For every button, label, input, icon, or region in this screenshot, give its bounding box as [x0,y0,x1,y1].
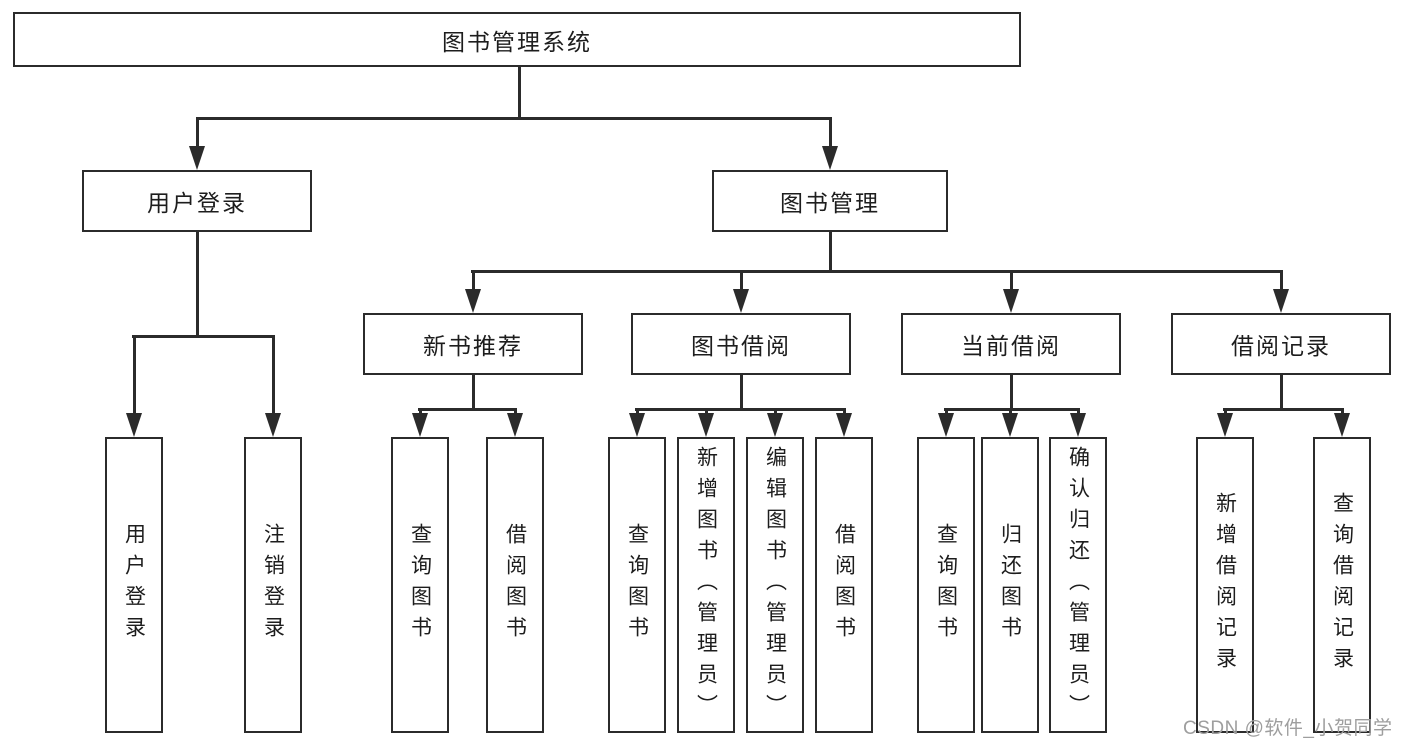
node-user-login-label: 用户登录 [147,190,247,216]
connector-line [472,270,475,290]
leaf-label: 查询借阅记录 [1330,492,1354,678]
node-book-borrowing-label: 图书借阅 [691,333,791,359]
connector-line [272,335,275,414]
connector-line [1280,270,1283,290]
arrowhead-down-icon [507,413,523,437]
leaf-label: 用户登录 [122,523,146,647]
connector-line [635,408,845,411]
node-user-login: 用户登录 [82,170,312,232]
connector-line [1010,270,1013,290]
csdn-watermark: CSDN @软件_小贺同学 [1183,718,1393,739]
leaf-label: 归还图书 [998,523,1022,647]
node-book-management-label: 图书管理 [780,190,880,216]
arrowhead-down-icon [1070,413,1086,437]
leaf-return-books: 归还图书 [981,437,1039,733]
arrowhead-down-icon [1002,413,1018,437]
connector-line [518,67,521,118]
node-borrowing-records-label: 借阅记录 [1231,333,1331,359]
connector-line [472,375,475,411]
connector-line [829,117,832,148]
connector-line [740,270,743,290]
leaf-query-books-borrowing: 查询图书 [608,437,666,733]
connector-line [196,117,199,148]
node-new-book-recommend: 新书推荐 [363,313,583,375]
leaf-query-borrow-record: 查询借阅记录 [1313,437,1371,733]
connector-line [829,232,832,273]
leaf-confirm-return-admin: 确认归还（管理员） [1049,437,1107,733]
connector-line [774,408,777,416]
arrowhead-down-icon [698,413,714,437]
arrowhead-down-icon [1003,289,1019,313]
arrowhead-down-icon [1334,413,1350,437]
connector-line [1077,408,1080,416]
connector-line [419,408,422,416]
connector-line [133,335,136,414]
connector-line [1223,408,1344,411]
connector-line [1341,408,1344,416]
connector-line [196,117,832,120]
connector-line [705,408,708,416]
node-book-borrowing: 图书借阅 [631,313,851,375]
connector-line [418,408,516,411]
leaf-query-books-recommend: 查询图书 [391,437,449,733]
arrowhead-down-icon [822,146,838,170]
leaf-label: 新增图书（管理员） [694,445,718,725]
node-new-book-recommend-label: 新书推荐 [423,333,523,359]
node-library-system-label: 图书管理系统 [442,28,592,55]
connector-line [636,408,639,416]
connector-line [945,408,948,416]
leaf-user-login: 用户登录 [105,437,163,733]
leaf-query-books-current: 查询图书 [917,437,975,733]
leaf-borrow-books: 借阅图书 [815,437,873,733]
leaf-label: 借阅图书 [503,523,527,647]
connector-line [1010,375,1013,411]
arrowhead-down-icon [836,413,852,437]
arrowhead-down-icon [629,413,645,437]
leaf-label: 借阅图书 [832,523,856,647]
node-library-system: 图书管理系统 [13,12,1021,67]
leaf-logout: 注销登录 [244,437,302,733]
arrowhead-down-icon [126,413,142,437]
connector-line [1009,408,1012,416]
arrowhead-down-icon [412,413,428,437]
connector-line [944,408,1080,411]
connector-line [514,408,517,416]
leaf-label: 确认归还（管理员） [1066,445,1090,725]
leaf-edit-books-admin: 编辑图书（管理员） [746,437,804,733]
connector-line [843,408,846,416]
arrowhead-down-icon [1217,413,1233,437]
node-current-borrowing: 当前借阅 [901,313,1121,375]
connector-line [471,270,1283,273]
connector-line [196,232,199,338]
node-current-borrowing-label: 当前借阅 [961,333,1061,359]
arrowhead-down-icon [733,289,749,313]
node-borrowing-records: 借阅记录 [1171,313,1391,375]
leaf-label: 查询图书 [408,523,432,647]
leaf-label: 编辑图书（管理员） [763,445,787,725]
connector-line [1280,375,1283,411]
arrowhead-down-icon [938,413,954,437]
connector-line [1224,408,1227,416]
arrowhead-down-icon [767,413,783,437]
leaf-label: 查询图书 [934,523,958,647]
arrowhead-down-icon [1273,289,1289,313]
arrowhead-down-icon [189,146,205,170]
leaf-label: 新增借阅记录 [1213,492,1237,678]
leaf-add-borrow-record: 新增借阅记录 [1196,437,1254,733]
leaf-label: 注销登录 [261,523,285,647]
connector-line [132,335,275,338]
connector-line [740,375,743,411]
node-book-management: 图书管理 [712,170,948,232]
leaf-label: 查询图书 [625,523,649,647]
arrowhead-down-icon [465,289,481,313]
arrowhead-down-icon [265,413,281,437]
leaf-borrow-books-recommend: 借阅图书 [486,437,544,733]
leaf-add-books-admin: 新增图书（管理员） [677,437,735,733]
